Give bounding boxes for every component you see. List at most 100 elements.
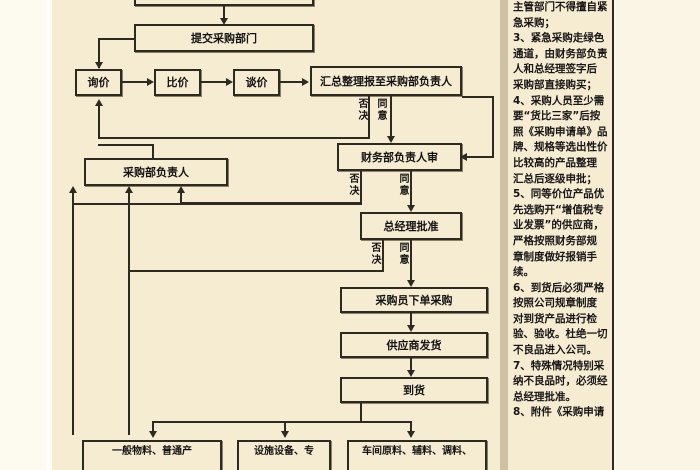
notes-panel-shade <box>500 0 508 470</box>
label-char-1: 否 <box>358 99 369 110</box>
arrow-negotiate-to-summary <box>302 78 309 86</box>
notes-panel-body: 主管部门不得擅自紧急采购；3、紧急采购走绿色通道，由财务部负责人和总经理签字后采… <box>508 0 614 470</box>
node-label: 一般物料、普通产 <box>112 446 192 457</box>
node-label: 总经理批准 <box>383 219 439 233</box>
node-inquiry: 询价 <box>75 69 122 96</box>
notes-line: 按照公司规章制度 <box>513 297 597 310</box>
arrow-to-goods3 <box>407 431 415 438</box>
line-arrive-split <box>152 421 410 423</box>
notes-line: 严格按照财务部规 <box>513 234 597 247</box>
notes-line: 3、紧急采购走绿色 <box>513 32 605 45</box>
left-gutter-inner <box>0 0 46 470</box>
line-finance-reject-across <box>72 203 362 205</box>
node-label: 谈价 <box>245 76 268 89</box>
label-char-1: 否 <box>371 243 382 254</box>
node-negotiate-price: 谈价 <box>233 69 280 96</box>
node-label: 到货 <box>403 383 425 397</box>
node-label: 采购部负责人 <box>123 165 189 179</box>
arrow-gm-to-order <box>407 280 415 287</box>
node-label: 设施设备、专 <box>254 446 314 457</box>
notes-line: 章制度做好报销手 <box>513 250 597 263</box>
label-finance-reject: 否 决 <box>349 174 360 197</box>
line-gm-reject-down <box>382 240 384 272</box>
line-summary-reject-across <box>98 137 370 139</box>
node-supplier-ships: 供应商发货 <box>340 332 488 358</box>
notes-line: 急采购； <box>513 16 555 29</box>
node-buyer-places-order: 采购员下单采购 <box>340 287 488 313</box>
notes-line: 续。 <box>513 266 534 279</box>
line-arrive-to-goods3 <box>410 421 412 435</box>
label-char-1: 同 <box>399 174 410 185</box>
arrow-right-return-into-finance <box>460 153 467 161</box>
notes-panel: 主管部门不得擅自紧急采购；3、紧急采购走绿色通道，由财务部负责人和总经理签字后采… <box>500 0 700 470</box>
arrow-submit-to-inquiry <box>95 62 103 69</box>
notes-line: 对到货产品进行检 <box>513 312 597 325</box>
notes-line: 牌、规格等选出性价 <box>513 141 608 154</box>
arrow-ship-to-arrive <box>407 370 415 377</box>
node-facilities-equipment: 设施设备、专 <box>237 440 331 470</box>
line-finance-approve-down <box>410 171 412 209</box>
node-label: 提交采购部门 <box>191 31 257 45</box>
notes-line: 照《采购申请单》品 <box>513 125 608 138</box>
line-summary-reject-down <box>368 96 370 139</box>
node-general-materials: 一般物料、普通产 <box>82 440 222 470</box>
notes-line: 验、验收。杜绝一切 <box>513 328 608 341</box>
notes-line: 比较高的产品整理 <box>513 156 597 169</box>
arrow-summary-reject-to-inquiry <box>95 99 103 106</box>
line-compare-to-negotiate <box>201 81 229 83</box>
line-right-return-into-finance <box>462 156 494 158</box>
label-gm-approve: 同 意 <box>399 243 410 266</box>
label-char-1: 否 <box>349 174 360 185</box>
line-submit-left-across <box>98 38 136 40</box>
label-char-2: 意 <box>377 110 388 122</box>
notes-line: 人和总经理签字后 <box>513 63 597 76</box>
notes-line: 采购部直接购买； <box>513 78 597 91</box>
notes-line: 5、同等价位产品优 <box>513 188 605 201</box>
flowchart-canvas: 提交采购部门 询价 比价 谈价 汇总整理报至采购部负责人 <box>52 0 500 470</box>
node-label: 询价 <box>87 76 110 89</box>
line-summary-reject-up-to-inquiry <box>98 106 100 139</box>
label-char-2: 意 <box>399 185 410 197</box>
line-head-up-to-inquiry <box>152 144 154 160</box>
notes-line: 4、采购人员至少需 <box>513 94 605 107</box>
notes-line: 7、特殊情况特别采 <box>513 359 605 372</box>
line-into-head-a <box>72 192 74 204</box>
node-finance-head-review: 财务部负责人审 <box>337 143 462 171</box>
arrow-order-to-ship <box>407 325 415 332</box>
label-summary-reject: 否 决 <box>358 99 369 122</box>
arrow-to-goods2 <box>281 431 289 438</box>
line-right-return-top <box>462 96 494 98</box>
notes-line: 汇总后逐级申批； <box>513 172 597 185</box>
line-ship-to-arrive <box>410 358 412 374</box>
label-finance-approve: 同 意 <box>399 174 410 197</box>
line-top-to-submit <box>223 6 225 20</box>
label-char-2: 意 <box>399 254 410 266</box>
node-label: 车间原料、辅料、调料、 <box>362 446 472 457</box>
label-char-1: 同 <box>399 243 410 254</box>
node-label: 采购员下单采购 <box>375 293 453 307</box>
line-arrive-to-goods1 <box>152 421 154 435</box>
label-char-2: 决 <box>349 185 360 197</box>
arrow-into-head-b <box>125 186 133 193</box>
arrow-inquiry-to-compare <box>147 78 154 86</box>
line-into-head-b <box>128 192 130 204</box>
node-summary-report-to-purchasing-head: 汇总整理报至采购部负责人 <box>310 66 462 96</box>
line-gm-reject-across <box>128 270 384 272</box>
label-char-1: 同 <box>377 99 388 110</box>
line-head-up-across <box>98 144 154 146</box>
node-label: 比价 <box>166 76 189 89</box>
notes-line: 纳不良品时，必须经 <box>513 375 608 388</box>
line-right-return-vertical <box>492 96 494 158</box>
line-arrive-to-goods2 <box>284 421 286 435</box>
notes-line: 不良品进入公司。 <box>513 344 597 357</box>
node-goods-arrived: 到货 <box>340 377 488 403</box>
notes-line: 要“货比三家”后按 <box>513 110 601 123</box>
line-into-head-c <box>180 192 182 204</box>
notes-line: 6、到货后必须严格 <box>513 281 605 294</box>
line-summary-approve-down <box>390 96 392 140</box>
line-negotiate-to-summary <box>280 81 306 83</box>
line-order-to-ship <box>410 313 412 329</box>
arrow-compare-to-negotiate <box>226 78 233 86</box>
node-gm-approval: 总经理批准 <box>360 212 462 240</box>
